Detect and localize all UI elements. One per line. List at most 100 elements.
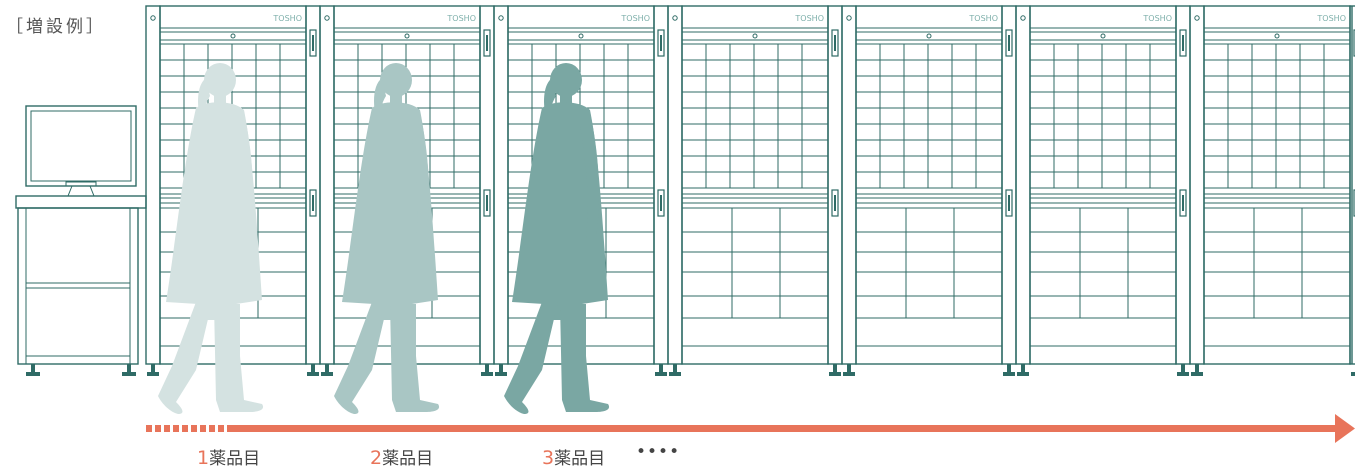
door-handle-grip	[660, 35, 662, 51]
door-handle-grip	[1182, 35, 1184, 51]
cabinet-foot-pad	[147, 372, 159, 376]
person-coat	[512, 102, 608, 320]
door-handle-grip	[486, 35, 488, 51]
cabinet-foot	[1181, 364, 1185, 372]
cabinet-knob	[1100, 33, 1106, 39]
medicine-cabinet-4: TOSHO	[667, 5, 843, 376]
walking-person-1	[158, 63, 264, 414]
cabinet-foot	[499, 364, 503, 372]
desk-foot-pad	[122, 372, 136, 376]
person-arm	[234, 112, 253, 240]
cabinet-foot	[833, 364, 837, 372]
cabinet-foot-pad	[495, 372, 507, 376]
cabinet-foot	[847, 364, 851, 372]
brand-logo: TOSHO	[1316, 14, 1346, 23]
person-head	[550, 63, 582, 97]
cabinet-foot-pad	[1351, 372, 1355, 376]
person-leg-front	[390, 304, 440, 412]
cabinet-knob	[230, 33, 236, 39]
person-head	[380, 63, 412, 97]
walking-person-3	[504, 63, 610, 414]
person-coat	[342, 102, 438, 320]
step-3-number: 3	[542, 447, 555, 469]
cabinet-screw	[498, 15, 504, 21]
continuation-dots: ••••	[636, 442, 681, 462]
cabinet-foot-pad	[1017, 372, 1029, 376]
door-handle-grip	[660, 195, 662, 211]
cabinet-screw	[150, 15, 156, 21]
brand-logo: TOSHO	[620, 14, 650, 23]
person-leg-back	[334, 302, 388, 414]
medicine-cabinet-5: TOSHO	[841, 5, 1017, 376]
desk-foot	[31, 364, 35, 372]
brand-logo: TOSHO	[272, 14, 302, 23]
cabinet-screw	[1020, 15, 1026, 21]
cabinet-foot	[1007, 364, 1011, 372]
step-2-label: 2薬品目	[370, 444, 433, 469]
cabinet-knob	[926, 33, 932, 39]
arrow-dash	[164, 425, 170, 432]
arrow-dash	[182, 425, 188, 432]
arrow-dash	[200, 425, 206, 432]
step-2-text: 薬品目	[382, 449, 434, 469]
door-handle-grip	[834, 195, 836, 211]
door-handle-grip	[1182, 195, 1184, 211]
monitor-stand	[65, 181, 97, 187]
cabinet-foot	[659, 364, 663, 372]
step-1-number: 1	[197, 447, 210, 469]
door-handle-grip	[1008, 35, 1010, 51]
cabinet-foot	[151, 364, 155, 372]
cabinet-screw	[324, 15, 330, 21]
cabinet-foot-pad	[1003, 372, 1015, 376]
cabinet-foot-pad	[655, 372, 667, 376]
brand-logo: TOSHO	[446, 14, 476, 23]
arrow-dash	[218, 425, 224, 432]
door-handle-grip	[834, 35, 836, 51]
cabinet-foot-pad	[321, 372, 333, 376]
cabinet-knob	[752, 33, 758, 39]
medicine-cabinet-7: TOSHO	[1189, 5, 1355, 376]
arrow-dash	[191, 425, 197, 432]
arrow-dash	[146, 425, 152, 432]
cabinet-foot-pad	[307, 372, 319, 376]
arrow-head	[1335, 414, 1355, 443]
step-1-text: 薬品目	[209, 449, 261, 469]
cabinet-foot-pad	[481, 372, 493, 376]
brand-logo: TOSHO	[1142, 14, 1172, 23]
person-leg-back	[158, 302, 212, 414]
monitor-base	[67, 185, 95, 197]
cabinet-screw	[672, 15, 678, 21]
person-leg-front	[560, 304, 610, 412]
door-handle-grip	[312, 195, 314, 211]
person-leg-front	[214, 304, 264, 412]
step-3-text: 薬品目	[554, 449, 606, 469]
door-handle-grip	[486, 195, 488, 211]
cabinet-foot	[1195, 364, 1199, 372]
cabinet-knob	[578, 33, 584, 39]
person-leg-back	[504, 302, 558, 414]
cabinet-foot	[325, 364, 329, 372]
cabinet-screw	[846, 15, 852, 21]
cabinet-knob	[1274, 33, 1280, 39]
cabinet-foot	[673, 364, 677, 372]
cabinet-foot-pad	[843, 372, 855, 376]
medicine-cabinet-6: TOSHO	[1015, 5, 1191, 376]
brand-logo: TOSHO	[968, 14, 998, 23]
desk-foot-pad	[26, 372, 40, 376]
cabinet-foot	[485, 364, 489, 372]
arrow-dash	[173, 425, 179, 432]
desk-foot	[127, 364, 131, 372]
progress-arrow	[146, 414, 1355, 443]
cabinet-foot-pad	[1191, 372, 1203, 376]
example-label: ［増設例］	[6, 17, 106, 37]
person-arm	[580, 112, 599, 240]
cabinet-knob	[404, 33, 410, 39]
door-handle-grip	[1008, 195, 1010, 211]
terminal-workstation	[15, 105, 147, 376]
person-coat	[166, 102, 262, 320]
cabinet-screw	[1194, 15, 1200, 21]
step-2-number: 2	[370, 447, 383, 469]
walking-person-2	[334, 63, 440, 414]
